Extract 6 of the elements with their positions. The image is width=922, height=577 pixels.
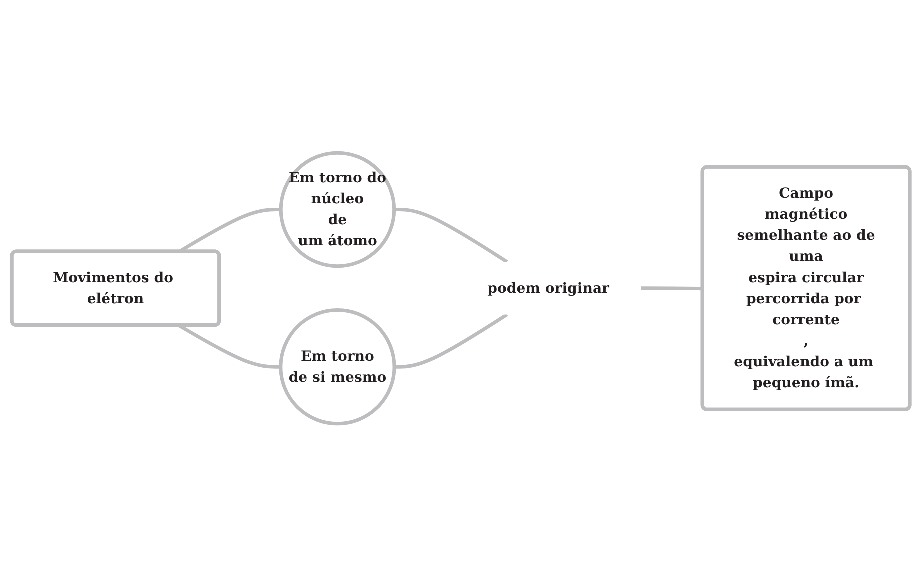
connector (641, 286, 704, 291)
node-circle: Em torno do núcleo de um átomo (279, 151, 396, 268)
node-circle: Em torno de si mesmo (279, 308, 396, 426)
node-text: podem originar (488, 280, 610, 296)
connector (394, 208, 508, 264)
connector (394, 313, 508, 369)
